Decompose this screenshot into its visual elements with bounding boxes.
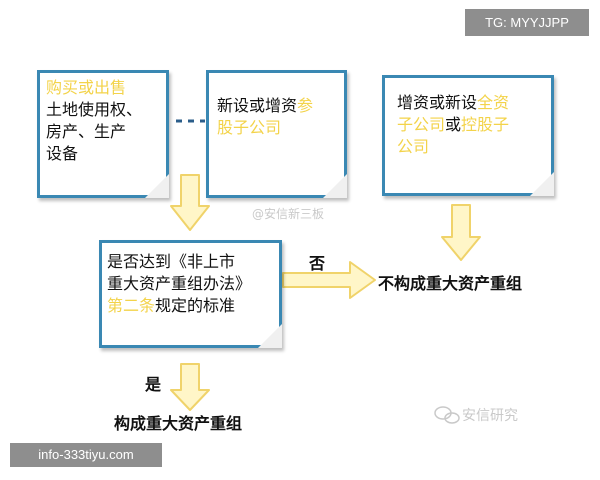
box2-line2: 股子公司 — [217, 118, 282, 137]
box1-line4: 设备 — [46, 144, 79, 163]
down-arrow-1 — [170, 174, 210, 231]
footer-tag: info-333tiyu.com — [10, 443, 162, 467]
box1-line3: 房产、生产 — [46, 122, 127, 141]
header-tag: TG: MYYJJPP — [465, 9, 589, 36]
box3-line2-hl2: 控股子 — [461, 115, 510, 134]
box-criteria-question: 是否达到《非上市 重大资产重组办法》 第二条规定的标准 — [99, 240, 282, 348]
box2-line1-hl: 参 — [297, 96, 314, 115]
box3-line2-hl1: 子公司 — [397, 115, 446, 134]
right-arrow-no — [282, 261, 376, 299]
watermark-bottom-right: 安信研究 — [462, 408, 518, 424]
folded-corner — [323, 174, 347, 198]
folded-corner — [258, 324, 282, 348]
box1-line2: 土地使用权、 — [46, 100, 143, 119]
box3-line1-plain: 增资或新设 — [397, 93, 478, 112]
no-label: 否 — [309, 254, 326, 273]
box4-line1: 是否达到《非上市 — [107, 252, 236, 271]
box2-line1: 新设或增资参 — [217, 95, 336, 117]
box4-line3-plain: 规定的标准 — [155, 296, 236, 315]
box3-line2-plain: 或 — [445, 115, 462, 134]
box3-line1: 增资或新设全资 — [397, 92, 539, 114]
box4-line3: 第二条规定的标准 — [107, 295, 274, 317]
folded-corner — [530, 172, 554, 196]
box-wholly-owned-subsidiary: 增资或新设全资 子公司或控股子 公司 — [382, 75, 554, 196]
outcome-restructuring: 构成重大资产重组 — [114, 414, 243, 433]
down-arrow-2 — [441, 204, 481, 261]
box3-line2: 子公司或控股子 — [397, 114, 539, 136]
box4-line3-hl: 第二条 — [107, 296, 156, 315]
box1-line1: 购买或出售 — [46, 78, 127, 97]
watermark-middle: @安信新三板 — [252, 207, 325, 221]
yes-label: 是 — [145, 375, 162, 394]
box3-line3: 公司 — [397, 137, 430, 156]
box-buy-sell-assets: 购买或出售 土地使用权、 房产、生产 设备 — [37, 70, 169, 198]
wechat-icon — [434, 406, 460, 424]
folded-corner — [145, 174, 169, 198]
box4-line2: 重大资产重组办法》 — [107, 274, 252, 293]
box2-line1-plain: 新设或增资 — [217, 96, 298, 115]
outcome-not-restructuring: 不构成重大资产重组 — [378, 274, 523, 293]
down-arrow-yes — [170, 363, 210, 411]
box-participating-subsidiary: 新设或增资参 股子公司 — [206, 70, 347, 198]
box3-line1-hl: 全资 — [477, 93, 510, 112]
